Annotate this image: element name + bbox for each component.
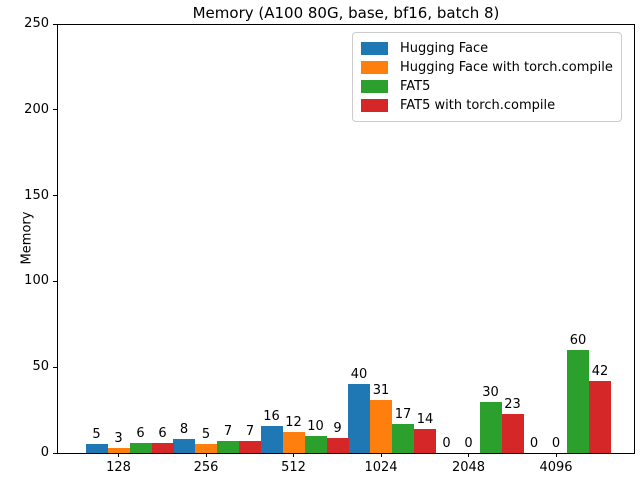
bar xyxy=(129,442,152,453)
bar xyxy=(501,413,524,453)
bar-value-label: 17 xyxy=(394,406,412,422)
bar-value-label: 42 xyxy=(591,363,609,379)
y-tick-label: 0 xyxy=(40,445,49,460)
legend-swatch-icon xyxy=(361,61,388,74)
chart-title: Memory (A100 80G, base, bf16, batch 8) xyxy=(192,4,500,22)
y-tick-mark xyxy=(53,280,57,282)
bar xyxy=(107,447,130,453)
y-tick-label: 250 xyxy=(24,16,49,31)
bar xyxy=(282,432,305,453)
x-tick-mark xyxy=(118,453,119,457)
bar xyxy=(217,440,239,453)
bar-value-label: 31 xyxy=(372,382,390,398)
bar xyxy=(348,384,370,453)
legend-label: FAT5 with torch.compile xyxy=(400,98,556,113)
bar xyxy=(370,399,392,453)
y-tick-label: 100 xyxy=(24,273,49,289)
legend-label: Hugging Face xyxy=(400,41,489,56)
bar-value-label: 12 xyxy=(285,415,302,431)
x-tick-label: 256 xyxy=(193,460,219,475)
legend-label: Hugging Face with torch.compile xyxy=(400,60,613,75)
bar xyxy=(326,437,349,453)
bar xyxy=(195,444,217,453)
bar xyxy=(567,350,589,453)
bar-value-label: 0 xyxy=(442,436,451,451)
y-tick-mark xyxy=(53,366,57,368)
legend-swatch-icon xyxy=(361,80,388,93)
bar xyxy=(414,428,436,453)
legend-item: FAT5 xyxy=(361,77,613,96)
bar-value-label: 7 xyxy=(223,423,233,439)
legend-item: Hugging Face xyxy=(361,39,613,58)
bar xyxy=(304,435,327,453)
bar xyxy=(173,439,195,453)
y-tick-label: 200 xyxy=(24,101,49,117)
bar-value-label: 14 xyxy=(416,411,434,427)
bar-value-label: 16 xyxy=(263,408,280,424)
bar-value-label: 5 xyxy=(92,427,101,443)
x-tick-mark xyxy=(555,453,557,457)
bar xyxy=(260,425,283,453)
x-tick-mark xyxy=(205,453,207,457)
bar-value-label: 40 xyxy=(350,367,368,383)
bar-value-label: 7 xyxy=(245,423,255,439)
bar xyxy=(392,423,414,453)
legend-label: FAT5 xyxy=(400,79,431,94)
bar-value-label: 10 xyxy=(307,418,324,434)
y-tick-mark xyxy=(53,109,57,111)
legend-item: Hugging Face with torch.compile xyxy=(361,58,613,77)
x-tick-label: 512 xyxy=(281,460,306,475)
bar-value-label: 30 xyxy=(482,384,499,400)
legend-item: FAT5 with torch.compile xyxy=(361,96,613,115)
x-tick-label: 1024 xyxy=(364,460,398,475)
x-tick-mark xyxy=(380,453,382,457)
legend-swatch-icon xyxy=(361,42,388,55)
y-tick-mark xyxy=(53,452,57,454)
x-tick-label: 2048 xyxy=(451,460,486,475)
bar xyxy=(479,401,502,453)
y-tick-mark xyxy=(53,23,57,25)
bar-value-label: 0 xyxy=(529,436,539,451)
bar-value-label: 60 xyxy=(569,333,587,349)
x-tick-label: 4096 xyxy=(539,460,573,475)
x-tick-mark xyxy=(468,453,469,457)
bar xyxy=(589,380,611,453)
bar-value-label: 6 xyxy=(158,425,167,441)
bar-value-label: 8 xyxy=(179,422,189,438)
bar xyxy=(151,442,174,453)
bar xyxy=(85,444,108,453)
bar-value-label: 0 xyxy=(464,436,473,451)
legend-swatch-icon xyxy=(361,99,388,112)
bar-value-label: 6 xyxy=(136,425,145,441)
bar-value-label: 0 xyxy=(551,436,561,451)
bar-value-label: 23 xyxy=(504,396,521,412)
bar-value-label: 3 xyxy=(114,430,123,446)
y-tick-label: 50 xyxy=(32,359,49,375)
bar-value-label: 9 xyxy=(333,420,342,436)
y-tick-label: 150 xyxy=(24,187,49,203)
bar-value-label: 5 xyxy=(201,427,211,443)
y-tick-mark xyxy=(53,195,57,197)
x-tick-mark xyxy=(293,453,294,457)
bar xyxy=(239,440,261,453)
x-tick-label: 128 xyxy=(106,460,131,475)
y-axis-label: Memory xyxy=(19,211,35,265)
